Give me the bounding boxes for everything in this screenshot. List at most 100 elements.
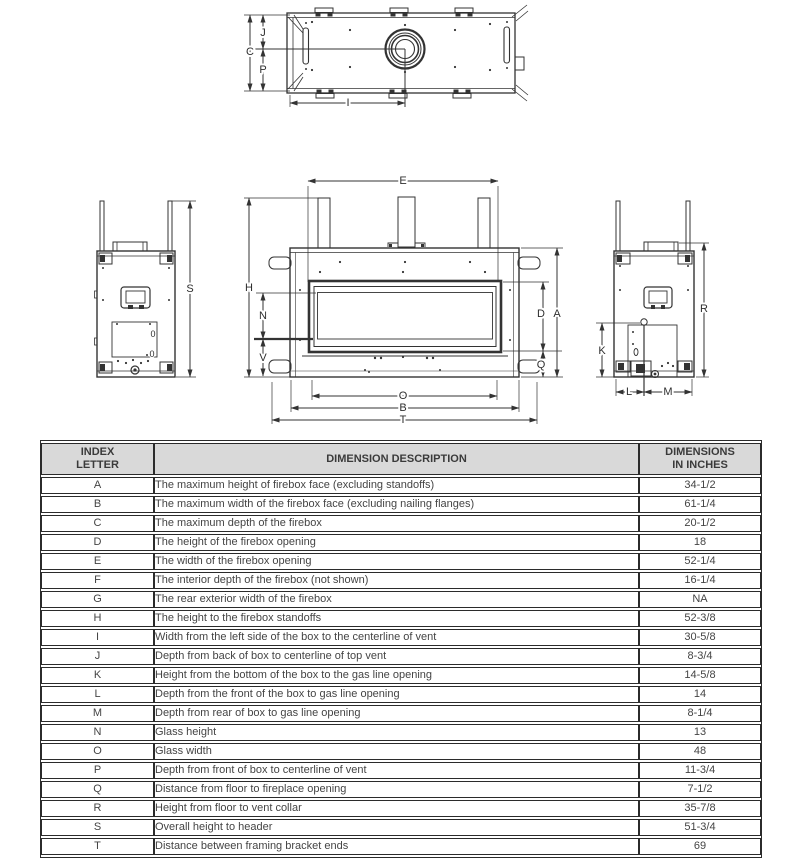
tab-right-top — [517, 256, 541, 270]
front-view: E H N V D A Q O B T — [243, 173, 563, 428]
table-row: L Depth from the front of the box to gas… — [41, 686, 761, 703]
cell-inches: 35-7/8 — [639, 800, 761, 817]
dim-label-m: M — [663, 386, 672, 398]
tab-left-top — [268, 256, 292, 270]
handle — [120, 286, 151, 309]
cell-inches: 8-1/4 — [639, 705, 761, 722]
cell-description: The height of the firebox opening — [154, 534, 639, 551]
table-row: I Width from the left side of the box to… — [41, 629, 761, 646]
cell-description: Glass height — [154, 724, 639, 741]
cell-index-letter: R — [41, 800, 154, 817]
cell-index-letter: D — [41, 534, 154, 551]
tab-left-bottom — [268, 359, 292, 374]
handle — [643, 286, 673, 309]
rivet-dots — [299, 260, 511, 373]
table-row: Q Distance from floor to fireplace openi… — [41, 781, 761, 798]
bottom-edge-clips — [315, 89, 472, 99]
rivet-dots — [619, 265, 689, 368]
glass — [317, 292, 493, 340]
col-header-dimension-description: DIMENSION DESCRIPTION — [154, 443, 639, 475]
right-slot — [503, 26, 511, 64]
table-row: F The interior depth of the firebox (not… — [41, 572, 761, 589]
cell-description: The maximum height of firebox face (excl… — [154, 477, 639, 494]
cell-index-letter: E — [41, 553, 154, 570]
dim-label-d: D — [537, 308, 545, 320]
table-row: T Distance between framing bracket ends … — [41, 838, 761, 855]
col-header-index-letter: INDEX LETTER — [41, 443, 154, 475]
top-view: C J P I — [244, 4, 529, 111]
left-standoff — [317, 197, 331, 249]
table-row: C The maximum depth of the firebox 20-1/… — [41, 515, 761, 532]
framing-bracket — [685, 200, 691, 252]
cell-inches: 14-5/8 — [639, 667, 761, 684]
cell-description: Overall height to header — [154, 819, 639, 836]
cell-description: The maximum width of the firebox face (e… — [154, 496, 639, 513]
cell-inches: 69 — [639, 838, 761, 855]
dim-label-q: Q — [537, 359, 546, 371]
cell-inches: 48 — [639, 743, 761, 760]
cell-inches: 16-1/4 — [639, 572, 761, 589]
table-header-row: INDEX LETTER DIMENSION DESCRIPTION DIMEN… — [41, 443, 761, 475]
dim-label-e: E — [399, 175, 406, 187]
knockout-zero: 0 — [150, 329, 155, 339]
dim-label-v: V — [259, 352, 267, 364]
cell-description: The width of the firebox opening — [154, 553, 639, 570]
dimension-table: INDEX LETTER DIMENSION DESCRIPTION DIMEN… — [40, 440, 762, 858]
side-body — [613, 250, 695, 378]
cell-inches: 34-1/2 — [639, 477, 761, 494]
table-row: E The width of the firebox opening 52-1/… — [41, 553, 761, 570]
table-row: A The maximum height of firebox face (ex… — [41, 477, 761, 494]
right-side-view: K R L M — [596, 200, 710, 400]
table-row: R Height from floor to vent collar 35-7/… — [41, 800, 761, 817]
cell-description: The interior depth of the firebox (not s… — [154, 572, 639, 589]
cell-inches: 11-3/4 — [639, 762, 761, 779]
firebox-opening — [307, 279, 503, 354]
left-slot — [302, 27, 310, 65]
tab-right-bottom — [517, 359, 541, 374]
cell-inches: 18 — [639, 534, 761, 551]
cell-inches: 14 — [639, 686, 761, 703]
top-vent-stub — [112, 241, 148, 252]
cell-index-letter: T — [41, 838, 154, 855]
rivet-dots — [305, 20, 508, 74]
framing-bracket — [167, 200, 173, 252]
cell-index-letter: F — [41, 572, 154, 589]
junction-box — [514, 56, 525, 71]
cell-index-letter: Q — [41, 781, 154, 798]
gas-valve — [630, 360, 652, 377]
cell-description: Width from the left side of the box to t… — [154, 629, 639, 646]
vent-pipe — [397, 196, 416, 248]
cell-inches: 51-3/4 — [639, 819, 761, 836]
cell-description: Depth from front of box to centerline of… — [154, 762, 639, 779]
table-row: G The rear exterior width of the firebox… — [41, 591, 761, 608]
table-row: B The maximum width of the firebox face … — [41, 496, 761, 513]
cell-index-letter: G — [41, 591, 154, 608]
dim-label-o: O — [399, 390, 408, 402]
dim-label-b: B — [399, 402, 406, 414]
framing-bracket — [99, 200, 105, 252]
table-row: J Depth from back of box to centerline o… — [41, 648, 761, 665]
cell-description: Depth from the front of the box to gas l… — [154, 686, 639, 703]
cell-description: Height from floor to vent collar — [154, 800, 639, 817]
right-standoff — [477, 197, 491, 249]
dimension-table-section: INDEX LETTER DIMENSION DESCRIPTION DIMEN… — [40, 440, 762, 858]
cell-description: Distance between framing bracket ends — [154, 838, 639, 855]
cell-inches: 52-3/8 — [639, 610, 761, 627]
table-row: O Glass width 48 — [41, 743, 761, 760]
dim-label-r: R — [700, 303, 708, 315]
table-row: S Overall height to header 51-3/4 — [41, 819, 761, 836]
gas-line-opening — [640, 318, 648, 326]
col-header-dimensions-in-inches: DIMENSIONS IN INCHES — [639, 443, 761, 475]
top-vent-stub — [643, 241, 679, 252]
dim-label-p: P — [259, 64, 266, 76]
cell-inches: 7-1/2 — [639, 781, 761, 798]
cell-index-letter: I — [41, 629, 154, 646]
cell-description: Distance from floor to fireplace opening — [154, 781, 639, 798]
cell-index-letter: N — [41, 724, 154, 741]
gas-control-panel — [627, 324, 678, 378]
cell-index-letter: L — [41, 686, 154, 703]
table-row: H The height to the firebox standoffs 52… — [41, 610, 761, 627]
cell-index-letter: H — [41, 610, 154, 627]
dim-label-s: S — [186, 283, 193, 295]
